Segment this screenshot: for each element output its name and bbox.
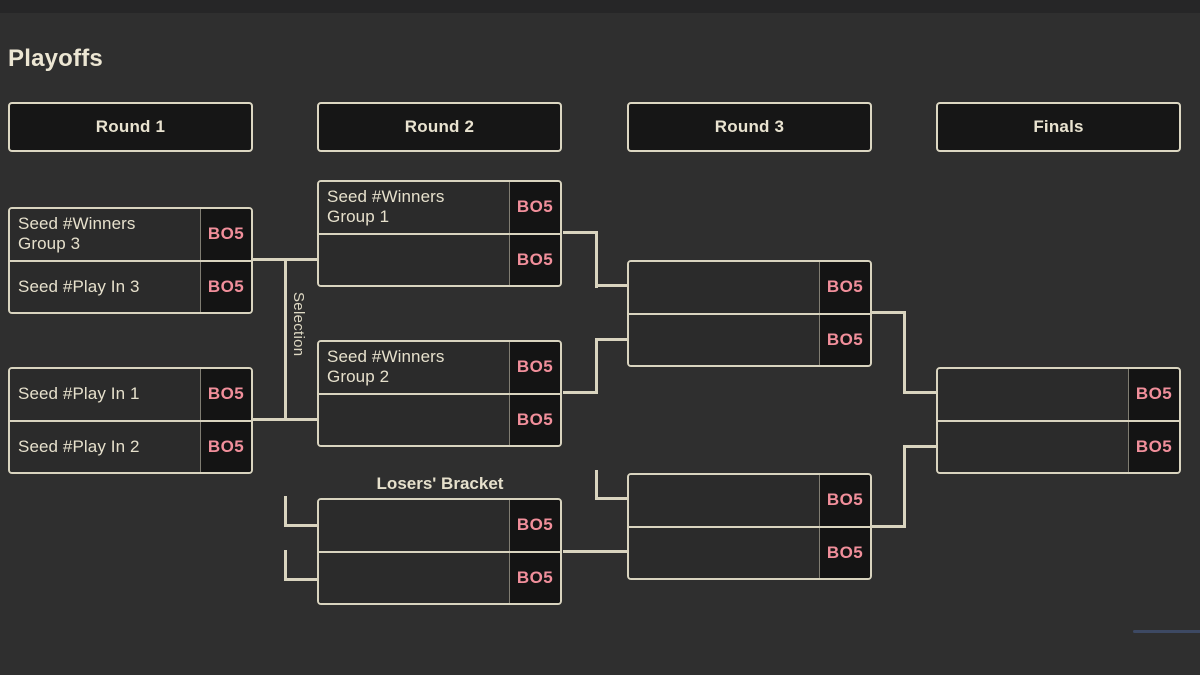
match-format-badge: BO5 xyxy=(819,314,870,365)
match-format-badge: BO5 xyxy=(200,421,251,472)
match-slot[interactable]: Seed #Play In 2 BO5 xyxy=(10,419,251,472)
top-bar xyxy=(0,0,1200,13)
team-name-text: Seed #Winners Group 3 xyxy=(18,214,136,254)
connector-loser-drop-3-down xyxy=(595,470,598,500)
match-format-badge: BO5 xyxy=(509,500,560,551)
match-format-badge: BO5 xyxy=(819,262,870,313)
connector-loser-drop-3-in xyxy=(595,497,627,500)
match-slot[interactable]: BO5 xyxy=(319,500,560,551)
match-slot[interactable]: Seed #Play In 1 BO5 xyxy=(10,369,251,420)
match-format-badge: BO5 xyxy=(1128,369,1179,420)
match-round1-match1: Seed #Winners Group 3 BO5 Seed #Play In … xyxy=(8,207,253,314)
team-name xyxy=(629,262,819,313)
match-round2-match1: Seed #Winners Group 1 BO5 BO5 xyxy=(317,180,562,287)
match-format-badge: BO5 xyxy=(509,342,560,393)
connector-into-r3m1-bottom xyxy=(595,338,627,341)
match-format-badge: BO5 xyxy=(819,527,870,578)
team-name xyxy=(938,369,1128,420)
team-name xyxy=(319,234,509,285)
match-slot[interactable]: BO5 xyxy=(319,392,560,445)
team-name: Seed #Winners Group 2 xyxy=(319,342,509,393)
team-name xyxy=(319,394,509,445)
match-format-badge: BO5 xyxy=(509,182,560,233)
connector-loser-drop-1-in xyxy=(284,524,317,527)
match-slot[interactable]: Seed #Winners Group 3 BO5 xyxy=(10,209,251,260)
match-round2-losers: BO5 BO5 xyxy=(317,498,562,605)
team-name xyxy=(319,500,509,551)
match-format-badge: BO5 xyxy=(200,261,251,312)
team-name xyxy=(629,527,819,578)
connector-into-finals-top xyxy=(903,391,936,394)
connector-losers-to-r3l1 xyxy=(563,550,627,553)
header-round-2: Round 2 xyxy=(317,102,562,152)
team-name-text: Seed #Winners Group 2 xyxy=(327,347,445,387)
team-name-text: Seed #Play In 3 xyxy=(18,276,140,296)
match-format-badge: BO5 xyxy=(509,552,560,603)
connector-r2m1-down xyxy=(595,231,598,288)
match-finals: BO5 BO5 xyxy=(936,367,1181,474)
connector-into-finals-bottom xyxy=(903,445,936,448)
match-slot[interactable]: BO5 xyxy=(319,550,560,603)
connector-loser-drop-2-down xyxy=(284,550,287,581)
connector-r3l1-up xyxy=(903,445,906,528)
connector-r3l1-out xyxy=(872,525,906,528)
connector-r3m1-out xyxy=(872,311,906,314)
team-name xyxy=(629,475,819,526)
match-slot[interactable]: BO5 xyxy=(629,525,870,578)
match-format-badge: BO5 xyxy=(200,369,251,420)
match-format-badge: BO5 xyxy=(509,234,560,285)
selection-label: Selection xyxy=(290,292,307,357)
match-slot[interactable]: Seed #Play In 3 BO5 xyxy=(10,259,251,312)
connector-selection-line xyxy=(284,258,287,421)
header-round-1: Round 1 xyxy=(8,102,253,152)
connector-r2m2-up xyxy=(595,338,598,394)
connector-into-r3m1-top xyxy=(595,284,627,287)
connector-r3m1-down xyxy=(903,311,906,394)
team-name: Seed #Winners Group 3 xyxy=(10,209,200,260)
team-name xyxy=(629,314,819,365)
team-name: Seed #Winners Group 1 xyxy=(319,182,509,233)
match-slot[interactable]: BO5 xyxy=(629,262,870,313)
page-title: Playoffs xyxy=(8,45,103,72)
header-finals: Finals xyxy=(936,102,1181,152)
team-name: Seed #Play In 1 xyxy=(10,369,200,420)
connector-r2m2-out xyxy=(563,391,598,394)
team-name-text: Seed #Play In 2 xyxy=(18,436,140,456)
header-label: Finals xyxy=(1033,117,1084,136)
match-slot[interactable]: Seed #Winners Group 1 BO5 xyxy=(319,182,560,233)
match-slot[interactable]: BO5 xyxy=(629,475,870,526)
team-name: Seed #Play In 3 xyxy=(10,261,200,312)
connector-loser-drop-2-in xyxy=(284,578,317,581)
match-slot[interactable]: BO5 xyxy=(629,312,870,365)
losers-bracket-label: Losers' Bracket xyxy=(376,474,504,493)
header-label: Round 1 xyxy=(95,117,166,136)
header-label: Round 2 xyxy=(404,117,475,136)
header-round-3: Round 3 xyxy=(627,102,872,152)
accent-line xyxy=(1133,630,1200,633)
match-slot[interactable]: BO5 xyxy=(319,232,560,285)
match-format-badge: BO5 xyxy=(1128,421,1179,472)
team-name: Seed #Play In 2 xyxy=(10,421,200,472)
match-format-badge: BO5 xyxy=(509,394,560,445)
team-name xyxy=(938,421,1128,472)
match-round2-match2: Seed #Winners Group 2 BO5 BO5 xyxy=(317,340,562,447)
team-name xyxy=(319,552,509,603)
match-format-badge: BO5 xyxy=(200,209,251,260)
match-round3-match1: BO5 BO5 xyxy=(627,260,872,367)
match-slot[interactable]: BO5 xyxy=(938,369,1179,420)
match-format-badge: BO5 xyxy=(819,475,870,526)
match-slot[interactable]: BO5 xyxy=(938,419,1179,472)
connector-loser-drop-1-down xyxy=(284,496,287,527)
match-round1-match2: Seed #Play In 1 BO5 Seed #Play In 2 BO5 xyxy=(8,367,253,474)
match-slot[interactable]: Seed #Winners Group 2 BO5 xyxy=(319,342,560,393)
team-name-text: Seed #Winners Group 1 xyxy=(327,187,445,227)
match-round3-losers: BO5 BO5 xyxy=(627,473,872,580)
team-name-text: Seed #Play In 1 xyxy=(18,384,140,404)
header-label: Round 3 xyxy=(714,117,785,136)
connector-r2m1-out xyxy=(563,231,598,234)
